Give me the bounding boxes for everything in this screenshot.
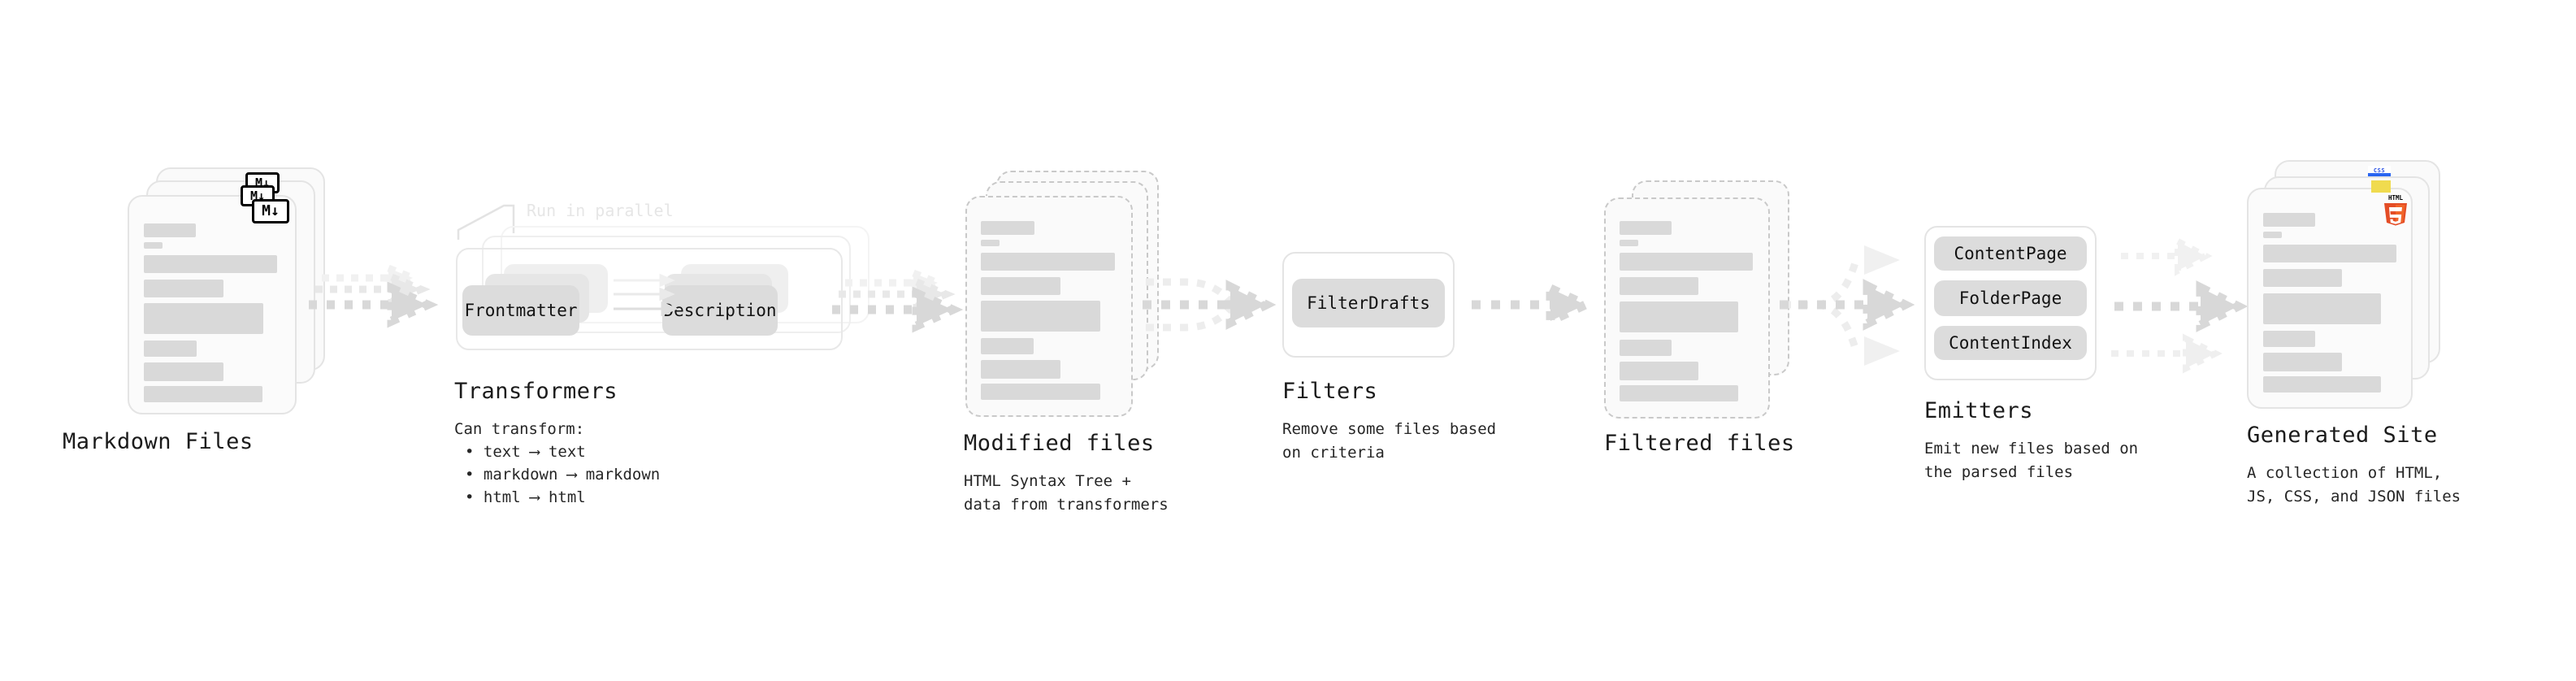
arrow-transformers-to-modified bbox=[832, 267, 964, 333]
skeleton-bar bbox=[981, 301, 1100, 332]
transformer-pill-description[interactable]: Description bbox=[662, 285, 778, 336]
run-in-parallel-bracket bbox=[457, 204, 515, 240]
skeleton-bar bbox=[2263, 269, 2342, 287]
skeleton-bar bbox=[2263, 213, 2315, 227]
skeleton-bar bbox=[144, 362, 223, 381]
skeleton-bar bbox=[144, 223, 196, 237]
arrow-filters-to-filtered bbox=[1472, 281, 1597, 328]
skeleton-bar bbox=[144, 280, 223, 297]
run-in-parallel-label: Run in parallel bbox=[527, 201, 674, 220]
skeleton-bar bbox=[981, 221, 1034, 235]
svg-text:HTML: HTML bbox=[2388, 194, 2404, 202]
markdown-files-title: Markdown Files bbox=[63, 429, 254, 454]
emitters-title: Emitters bbox=[1924, 398, 2034, 423]
skeleton-bar bbox=[1620, 253, 1753, 271]
transformers-subtitle: Can transform: bbox=[454, 420, 585, 438]
skeleton-bar bbox=[1620, 240, 1638, 246]
skeleton-bar bbox=[1620, 221, 1672, 235]
generated-site-subtitle: A collection of HTML, JS, CSS, and JSON … bbox=[2247, 464, 2461, 505]
transformer-internal-arrows bbox=[614, 273, 679, 317]
transformers-bullet-1: • markdown ⟶ markdown bbox=[465, 466, 661, 484]
arrow-filtered-to-emitters bbox=[1780, 245, 1915, 366]
emitter-pill-contentpage[interactable]: ContentPage bbox=[1934, 236, 2087, 271]
filters-title: Filters bbox=[1282, 379, 1378, 404]
emitter-pill-folderpage[interactable]: FolderPage bbox=[1934, 280, 2087, 316]
emitters-subtitle: Emit new files based on the parsed files bbox=[1924, 440, 2139, 481]
skeleton-bar bbox=[144, 303, 263, 334]
markdown-badge-front: M↓ bbox=[252, 199, 289, 223]
arrow-emitters-to-site bbox=[2111, 236, 2249, 374]
filter-pill-filterdrafts[interactable]: FilterDrafts bbox=[1292, 279, 1445, 327]
modified-files-subtitle: HTML Syntax Tree + data from transformer… bbox=[964, 472, 1169, 514]
skeleton-bar bbox=[144, 242, 163, 249]
transformers-bullet-0: • text ⟶ text bbox=[465, 443, 586, 461]
skeleton-bar bbox=[981, 384, 1100, 400]
skeleton-bar bbox=[1620, 340, 1672, 356]
skeleton-bar bbox=[2263, 376, 2381, 393]
transformer-pill-frontmatter[interactable]: Frontmatter bbox=[462, 285, 579, 336]
filters-subtitle: Remove some files based on criteria bbox=[1282, 420, 1497, 462]
css-badge: CSS bbox=[2368, 166, 2391, 176]
arrow-markdown-to-transformers bbox=[309, 262, 439, 328]
skeleton-bar bbox=[981, 338, 1034, 354]
transformers-title: Transformers bbox=[454, 379, 618, 404]
skeleton-bar bbox=[981, 240, 1000, 246]
skeleton-bar bbox=[981, 253, 1115, 271]
skeleton-bar bbox=[1620, 277, 1698, 295]
modified-files-title: Modified files bbox=[964, 431, 1155, 456]
skeleton-bar bbox=[981, 277, 1060, 295]
skeleton-bar bbox=[1620, 385, 1738, 401]
skeleton-bar bbox=[1620, 301, 1738, 332]
skeleton-bar bbox=[2263, 232, 2282, 238]
skeleton-bar bbox=[1620, 362, 1698, 380]
html5-badge: HTML bbox=[2384, 194, 2407, 226]
skeleton-bar bbox=[144, 386, 262, 402]
skeleton-bar bbox=[2263, 293, 2381, 324]
skeleton-bar bbox=[981, 360, 1060, 379]
arrow-modified-to-filters bbox=[1143, 278, 1277, 332]
skeleton-bar bbox=[2263, 353, 2342, 371]
generated-site-title: Generated Site bbox=[2247, 423, 2438, 448]
js-badge bbox=[2371, 180, 2391, 193]
skeleton-bar bbox=[2263, 245, 2396, 262]
filtered-files-title: Filtered files bbox=[1604, 431, 1795, 456]
skeleton-bar bbox=[2263, 331, 2315, 347]
emitter-pill-contentindex[interactable]: ContentIndex bbox=[1934, 326, 2087, 360]
transformers-bullet-2: • html ⟶ html bbox=[465, 488, 586, 506]
transformer-group-front bbox=[456, 248, 843, 350]
skeleton-bar bbox=[144, 255, 277, 273]
skeleton-bar bbox=[144, 340, 197, 357]
